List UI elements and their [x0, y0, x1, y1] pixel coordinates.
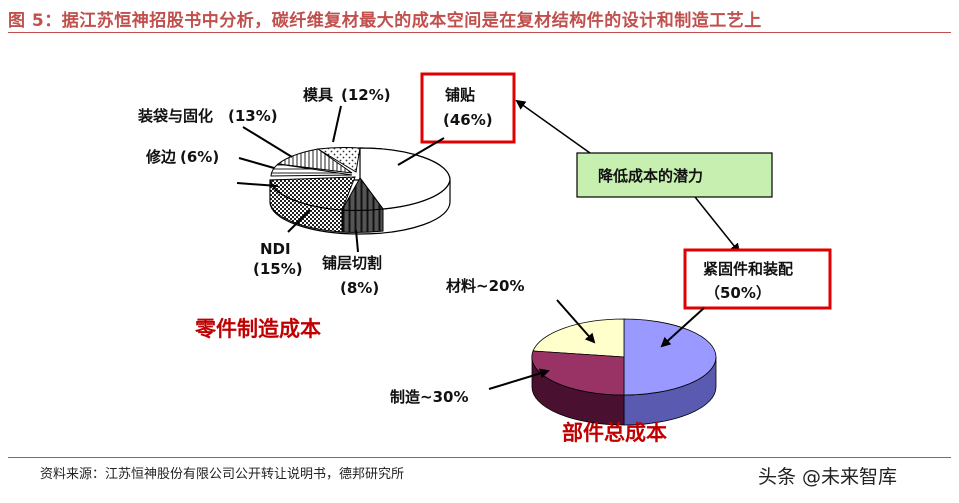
leader-ndi-2 [287, 209, 311, 233]
watermark: 头条 @未来智库 [758, 466, 898, 488]
right-pie [531, 318, 717, 426]
label-mold-pct: (12%) [341, 86, 391, 104]
label-layup: 铺贴 [445, 86, 475, 104]
label-ndi-pct: (15%) [253, 260, 303, 278]
label-fasteners: 紧固件和装配 [703, 260, 793, 278]
label-trim-pct: (6%) [180, 148, 219, 166]
label-cutting-pct: (8%) [340, 279, 379, 297]
arrow-to-fasteners [694, 196, 741, 254]
leader-layup [397, 137, 445, 166]
leader-manufacturing [488, 368, 550, 390]
leader-cutting [355, 229, 359, 253]
pie-slice-trim [270, 163, 353, 177]
label-bagging-pct: (13%) [228, 107, 278, 125]
footer-rule [8, 457, 951, 458]
left-leader-lines [236, 105, 445, 253]
leader-mold [332, 105, 342, 143]
layup-highlight-box [420, 72, 516, 144]
leader-trim [238, 157, 275, 169]
label-bagging: 装袋与固化 [137, 107, 213, 125]
label-mold: 模具 [303, 86, 333, 104]
label-cutting: 铺层切割 [322, 254, 382, 272]
pie-slice-layup-top [359, 147, 451, 210]
pie-slice-ndi [270, 176, 356, 211]
label-manufacturing: 制造~30% [390, 388, 468, 406]
label-material: 材料~20% [446, 277, 524, 295]
fasteners-highlight-box [683, 248, 832, 310]
right-pie-title: 部件总成本 [562, 421, 667, 445]
left-pie-title: 零件制造成本 [194, 317, 321, 341]
pie-slice-manufacturing [531, 350, 625, 396]
pie-slice-material [532, 318, 625, 358]
arrow-to-layup [515, 99, 591, 154]
leader-fasteners [660, 307, 705, 348]
left-pie [269, 147, 451, 235]
potential-box [576, 152, 773, 198]
potential-label: 降低成本的潜力 [598, 167, 703, 185]
title-rule [8, 32, 951, 33]
pie-slice-fasteners [623, 318, 717, 396]
leader-material [556, 299, 596, 344]
label-layup-pct: (46%) [443, 111, 493, 129]
label-ndi: NDI [260, 240, 291, 258]
label-fasteners-pct: （50%） [705, 284, 771, 302]
leader-bagging [242, 126, 293, 158]
label-trim: 修边 [145, 148, 177, 166]
pie-rim-cutting [341, 208, 384, 233]
figure-title: 图 5：据江苏恒神招股书中分析，碳纤维复材最大的成本空间是在复材结构件的设计和制… [8, 11, 762, 31]
source-note: 资料来源：江苏恒神股份有限公司公开转让说明书，德邦研究所 [40, 467, 405, 482]
leader-ndi [236, 182, 279, 187]
pie-slice-cutting [341, 177, 384, 211]
